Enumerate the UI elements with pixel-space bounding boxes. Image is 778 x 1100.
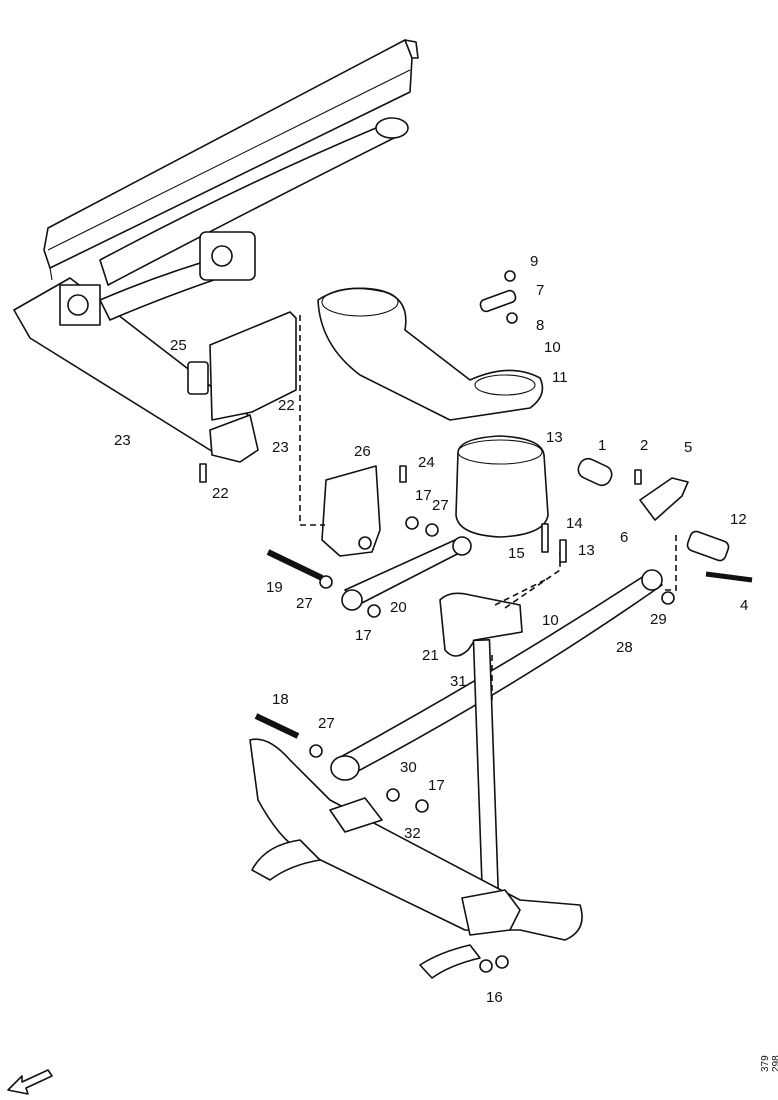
front-axle-beam (249, 738, 583, 979)
fasteners (199, 463, 675, 973)
callout-4: 4 (740, 597, 749, 614)
callout-18: 18 (272, 691, 289, 708)
callout-17-b: 17 (355, 627, 372, 644)
air-spring-carrier (317, 287, 544, 421)
bolt-19 (266, 549, 324, 581)
callout-8: 8 (536, 317, 545, 334)
callout-26: 26 (354, 443, 371, 460)
bolt-18 (254, 713, 300, 739)
callout-11: 11 (552, 369, 568, 386)
callout-24: 24 (418, 454, 435, 471)
callout-25: 25 (170, 337, 187, 354)
callout-29: 29 (650, 611, 667, 628)
callout-22-a: 22 (278, 397, 295, 414)
torque-rod (341, 536, 472, 611)
small-hardware-top (479, 270, 518, 324)
frame-rail (43, 39, 419, 281)
callout-7: 7 (536, 282, 545, 299)
callout-23-a: 23 (114, 432, 131, 449)
stabilizer-bracket (321, 465, 381, 557)
axle-bracket (439, 592, 523, 657)
callout-32: 32 (404, 825, 421, 842)
upper-leaf-spring (99, 117, 409, 286)
upper-axle-assembly (99, 231, 256, 321)
callout-30: 30 (400, 759, 417, 776)
callout-31: 31 (450, 673, 467, 690)
callout-27-a: 27 (432, 497, 449, 514)
callout-17-c: 17 (428, 777, 445, 794)
callout-3: 12 (730, 511, 747, 528)
callout-14: 14 (566, 515, 583, 532)
callout-12: 13 (546, 429, 563, 446)
callout-23-b: 23 (272, 439, 289, 456)
document-id: 379 298 (760, 1055, 778, 1072)
assembly-leaders (299, 315, 677, 700)
callout-20: 20 (390, 599, 407, 616)
callout-10-lower: 10 (542, 612, 559, 629)
callout-5: 5 (684, 439, 693, 456)
callout-2: 2 (640, 437, 649, 454)
callout-10-upper: 10 (544, 339, 561, 356)
callout-19: 19 (266, 579, 283, 596)
callout-22-b: 22 (212, 485, 229, 502)
callout-16: 16 (486, 989, 503, 1006)
callout-15: 15 (508, 545, 525, 562)
shackle-parts (577, 457, 753, 583)
callout-21: 21 (422, 647, 439, 664)
callout-27-c: 27 (318, 715, 335, 732)
callout-13: 13 (578, 542, 595, 559)
direction-arrow-icon (7, 1069, 53, 1095)
callout-17-a: 17 (415, 487, 432, 504)
axle-pad (329, 797, 383, 833)
callout-28: 28 (616, 639, 633, 656)
air-spring-bellows (455, 435, 549, 538)
callout-6: 6 (620, 529, 629, 546)
callout-1: 1 (598, 437, 607, 454)
bracket-plate (187, 311, 297, 421)
lower-leaf-spring (330, 569, 663, 781)
callout-9: 9 (530, 253, 539, 270)
rear-cross-member (13, 277, 259, 463)
callout-27-b: 27 (296, 595, 313, 612)
